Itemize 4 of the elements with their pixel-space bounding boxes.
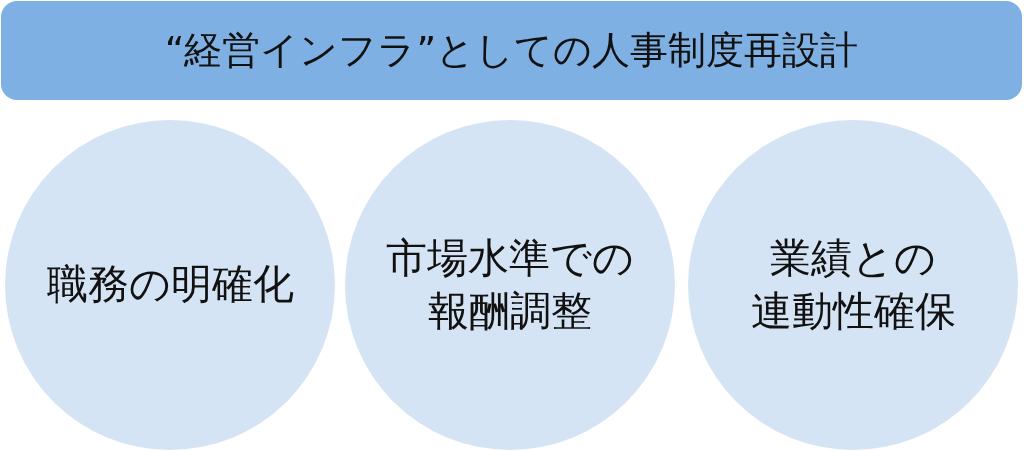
node-label: 市場水準での報酬調整: [386, 232, 634, 337]
node-label: 業績との連動性確保: [750, 232, 956, 337]
title-text: “経営インフラ”としての人事制度再設計: [164, 27, 859, 74]
node-label: 職務の明確化: [46, 259, 294, 311]
